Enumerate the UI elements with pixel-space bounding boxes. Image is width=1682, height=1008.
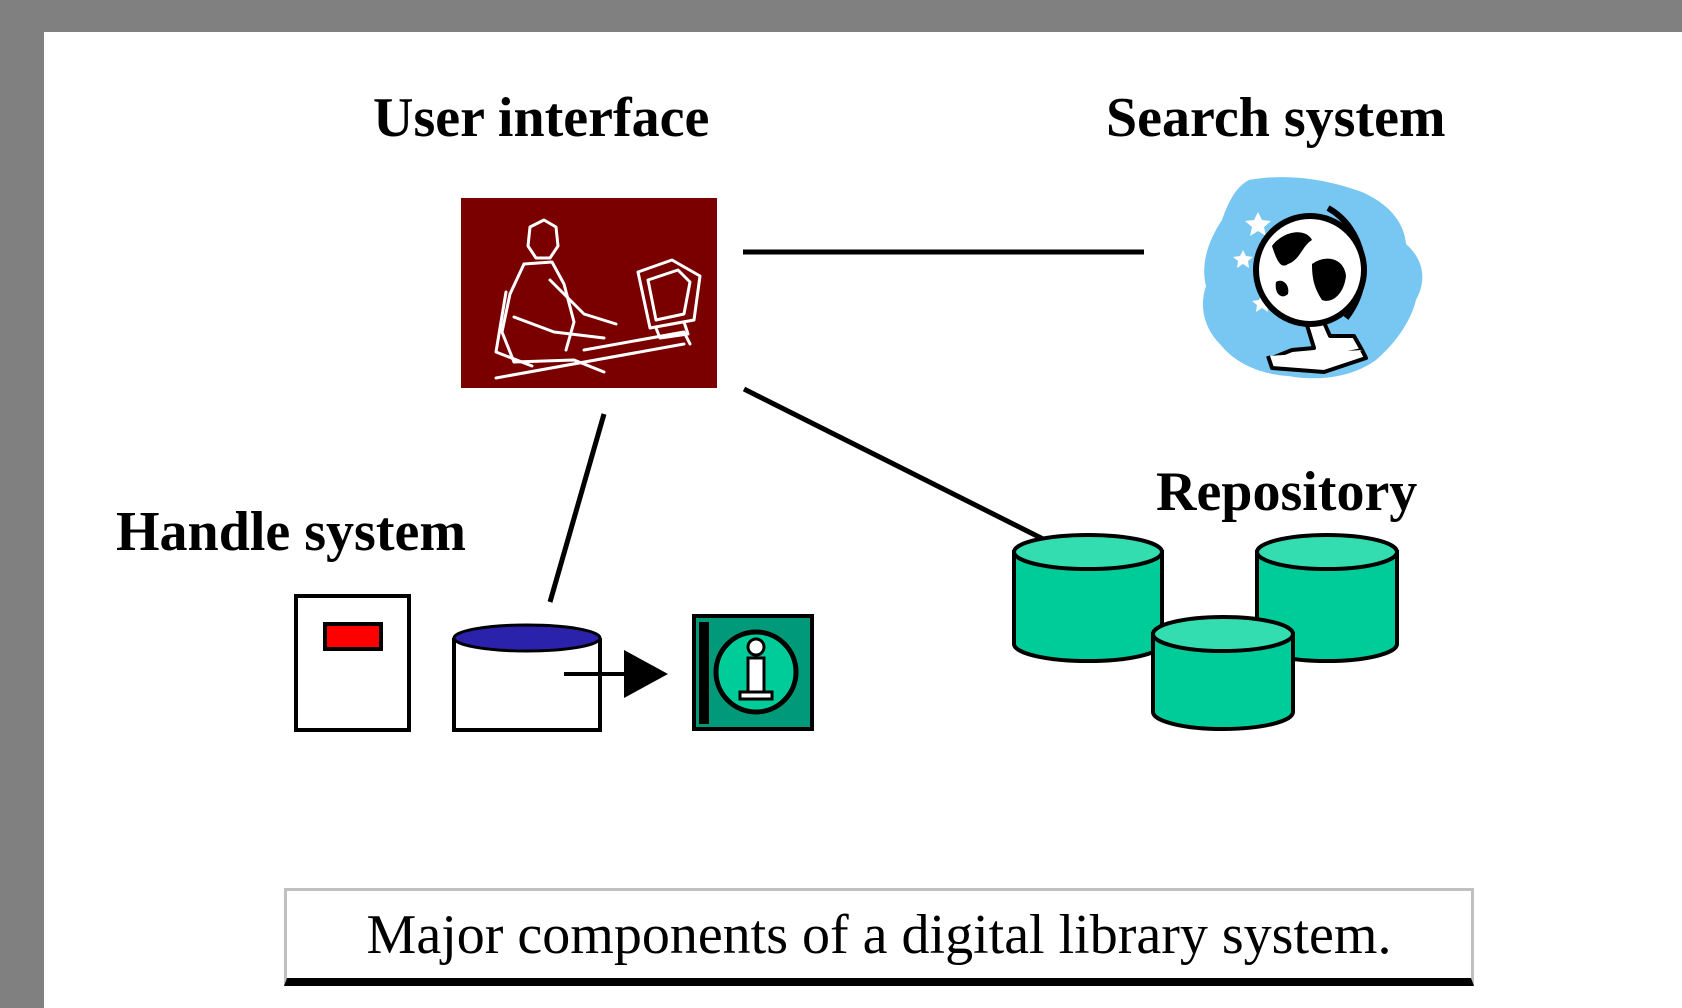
search-system-label: Search system: [1106, 87, 1446, 149]
caption-text: Major components of a digital library sy…: [366, 903, 1392, 966]
diagram-canvas: [294, 177, 1423, 732]
repository-label: Repository: [1156, 461, 1418, 523]
edge-ui-repository: [742, 386, 1061, 550]
slide-frame: User interface Search system Handle syst…: [44, 32, 1682, 1008]
handle-database-icon: [452, 623, 602, 732]
info-icon: [692, 614, 814, 731]
globe-icon: [1202, 177, 1423, 379]
handle-system-label: Handle system: [116, 501, 466, 563]
repository-cylinder-left: [1012, 533, 1164, 663]
document-card-icon: [294, 594, 411, 732]
user-interface-label: User interface: [373, 87, 710, 149]
repository-cylinder-front: [1151, 615, 1295, 731]
user-at-computer-icon: [461, 198, 717, 388]
arrow-right-icon: [564, 650, 668, 698]
database-cylinders-icon: [1012, 533, 1399, 731]
caption-box: Major components of a digital library sy…: [284, 888, 1474, 986]
edge-ui-handle: [547, 413, 607, 603]
